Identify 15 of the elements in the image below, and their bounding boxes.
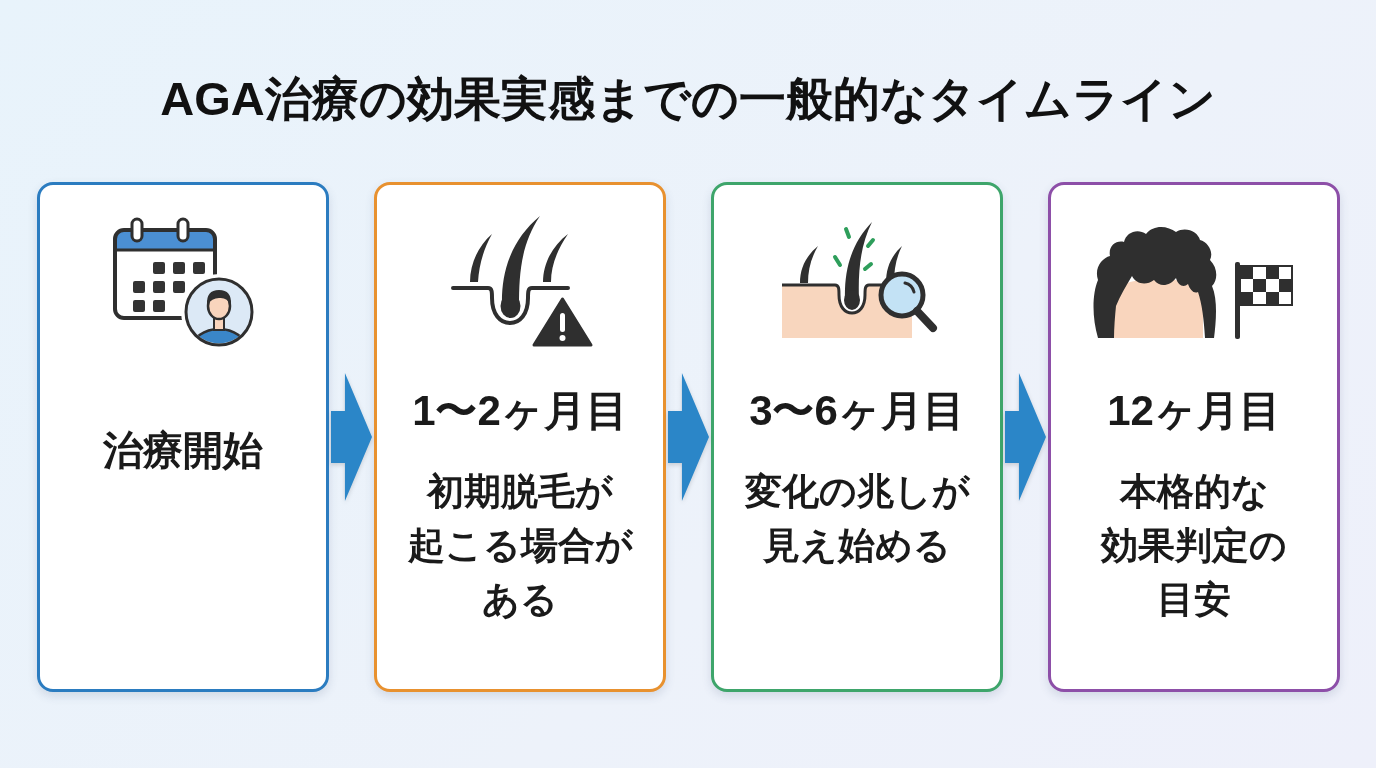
period-label: 3〜6ヶ月目 bbox=[749, 385, 965, 436]
description-text: 変化の兆しが見え始める bbox=[744, 469, 970, 568]
stage-label: 治療開始 bbox=[103, 426, 263, 474]
block-arrow bbox=[331, 373, 372, 501]
stage-card bbox=[711, 182, 1003, 692]
stage-card bbox=[37, 182, 329, 692]
block-arrow bbox=[1005, 373, 1046, 501]
stage-card bbox=[1048, 182, 1340, 692]
period-label: 12ヶ月目 bbox=[1107, 385, 1281, 436]
block-arrow bbox=[668, 373, 709, 501]
description-text: 初期脱毛が起こる場合がある bbox=[407, 469, 633, 622]
description-text: 本格的な効果判定の目安 bbox=[1099, 469, 1288, 622]
stage-card bbox=[374, 182, 666, 692]
period-label: 1〜2ヶ月目 bbox=[412, 385, 628, 436]
title: AGA治療の効果実感までの一般的なタイムライン bbox=[160, 71, 1216, 127]
